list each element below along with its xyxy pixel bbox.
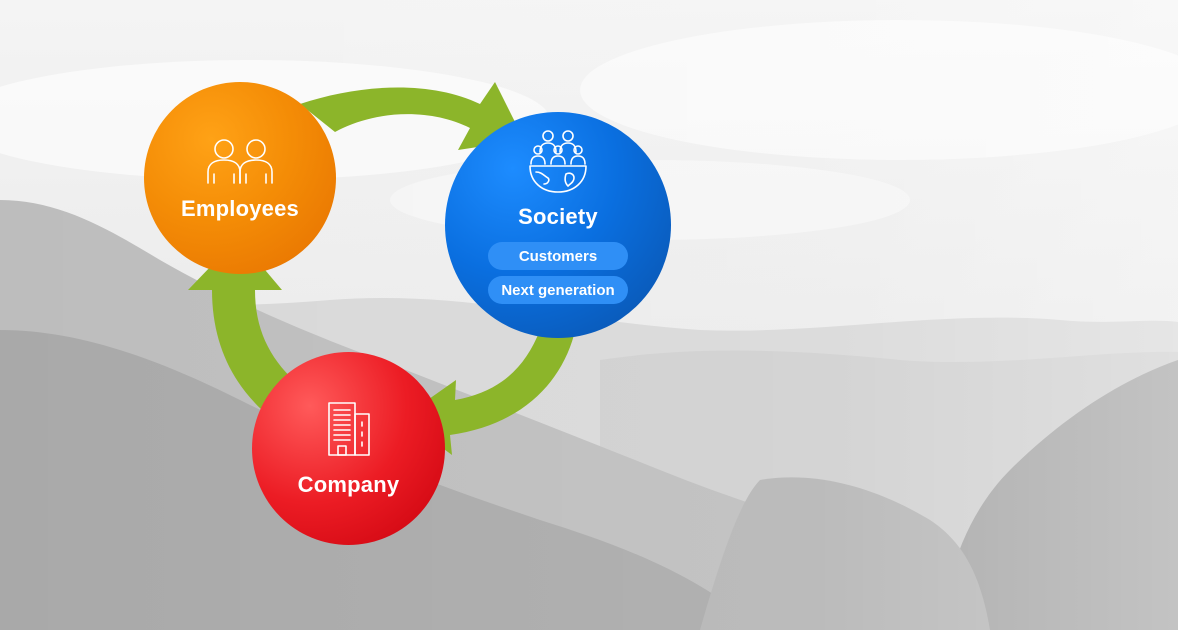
society-label: Society xyxy=(518,204,598,229)
tag-customers: Customers xyxy=(488,242,628,270)
company-label: Company xyxy=(297,472,400,497)
arrow-society-to-company xyxy=(402,330,574,455)
community-globe-icon xyxy=(529,130,587,193)
tag-next-generation: Next generation xyxy=(488,276,628,304)
society-node: Society Customers Next generation xyxy=(445,112,671,338)
arrow-company-to-employees xyxy=(188,238,300,410)
employees-label: Employees xyxy=(181,196,299,221)
arrow-employees-to-society xyxy=(300,82,524,150)
people-icon xyxy=(207,139,273,184)
employees-node: Employees xyxy=(144,82,336,274)
company-node: Company xyxy=(252,352,445,545)
building-icon xyxy=(327,402,370,456)
